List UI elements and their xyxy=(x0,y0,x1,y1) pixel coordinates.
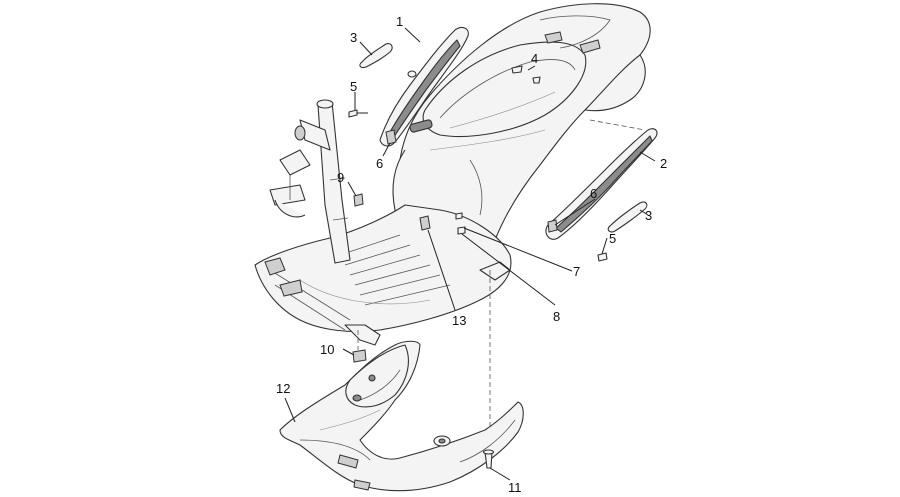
callout-labels: 1 3 4 5 6 9 2 6 3 5 7 8 13 10 12 11 xyxy=(276,14,667,495)
callout-13: 13 xyxy=(452,313,466,328)
part-3-right-pad xyxy=(607,201,648,233)
callout-6-right: 6 xyxy=(590,186,597,201)
part-12-under-cover xyxy=(279,340,524,492)
callout-12: 12 xyxy=(276,381,290,396)
callout-11: 11 xyxy=(508,480,522,495)
part-6-left-clip xyxy=(385,129,397,145)
callout-1: 1 xyxy=(396,14,403,29)
callout-5-left: 5 xyxy=(350,79,357,94)
callout-6-left: 6 xyxy=(376,156,383,171)
footrest-floor xyxy=(254,204,512,346)
callout-3-right: 3 xyxy=(645,208,652,223)
leader-lines xyxy=(284,27,656,481)
callout-8: 8 xyxy=(553,309,560,324)
part-3-left-pad xyxy=(359,43,393,69)
steering-tube xyxy=(269,99,351,264)
assembly-line-right xyxy=(589,119,646,131)
central-body-cover xyxy=(392,3,651,273)
part-11-screw xyxy=(482,449,495,469)
callout-9: 9 xyxy=(337,170,344,185)
part-2-right-rail xyxy=(545,128,658,240)
callout-4: 4 xyxy=(531,51,538,66)
callout-7: 7 xyxy=(573,264,580,279)
callout-2: 2 xyxy=(660,156,667,171)
part-1-left-upper-rail xyxy=(379,27,469,147)
part-9-clip xyxy=(353,193,364,207)
callout-5-right: 5 xyxy=(609,231,616,246)
part-4-screws xyxy=(511,65,541,84)
callout-10: 10 xyxy=(320,342,334,357)
part-6-right-clip xyxy=(547,219,558,233)
floor-fasteners xyxy=(419,212,466,235)
callout-3-left: 3 xyxy=(350,30,357,45)
part-10-clip xyxy=(352,349,367,363)
part-5-right-screw xyxy=(597,252,608,262)
part-5-left-screw xyxy=(348,109,368,118)
